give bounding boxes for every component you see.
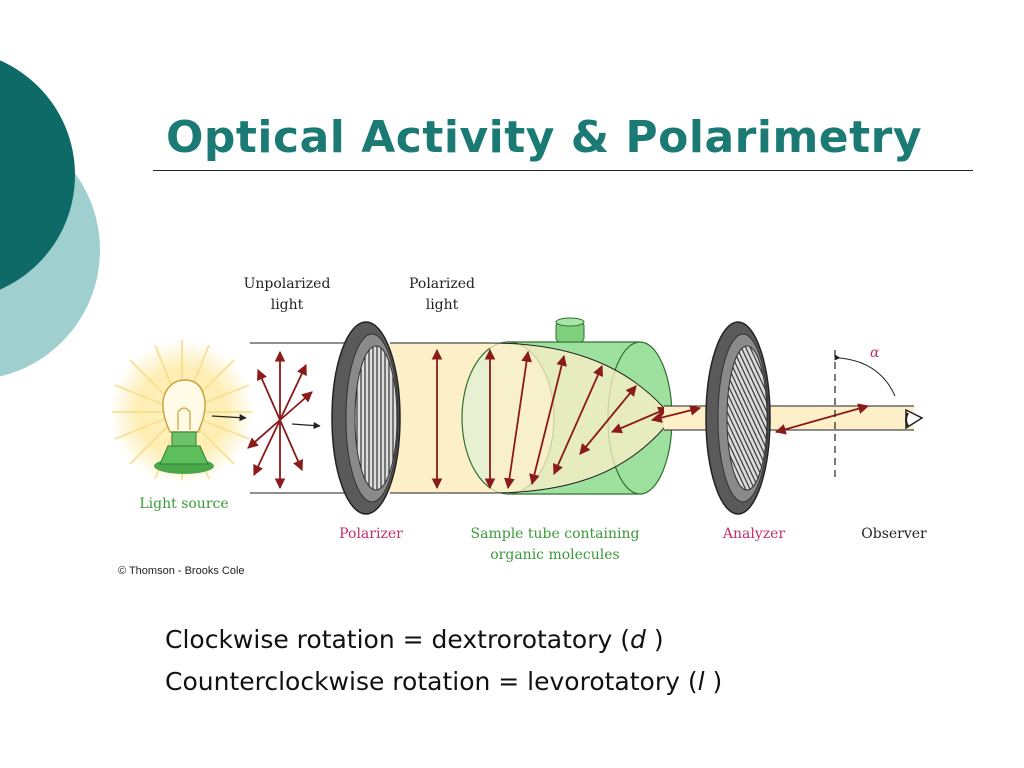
caption: Clockwise rotation = dextrorotatory (d )… — [165, 619, 722, 703]
caption-line1-close: ) — [645, 625, 664, 654]
unpolarized-label-line2: light — [271, 297, 304, 313]
slide-title: Optical Activity & Polarimetry — [166, 112, 923, 163]
decorative-circles — [0, 60, 100, 377]
analyzer-disc — [705, 321, 771, 515]
sample-tube-label-line1: Sample tube containing — [471, 526, 640, 542]
caption-line-clockwise: Clockwise rotation = dextrorotatory (d ) — [165, 619, 722, 661]
light-source-label: Light source — [139, 496, 228, 512]
polarized-label-line1: Polarized — [409, 276, 475, 292]
unpolarized-label-line1: Unpolarized — [244, 276, 331, 292]
polarizer-label: Polarizer — [339, 526, 403, 542]
polarized-label-line2: light — [426, 297, 459, 313]
polarizer-disc — [331, 321, 401, 515]
light-bulb-icon — [154, 379, 214, 474]
exit-beam — [664, 406, 914, 430]
title-underline — [153, 170, 973, 171]
dark-circle — [0, 60, 75, 290]
caption-line-counterclockwise: Counterclockwise rotation = levorotatory… — [165, 661, 722, 703]
sample-tube — [461, 317, 673, 495]
rotation-angle-arc — [834, 354, 896, 397]
eye-icon — [905, 408, 924, 430]
analyzer-label: Analyzer — [722, 526, 786, 542]
dextro-symbol: d — [630, 625, 646, 654]
polarimeter-diagram: α Unpolarized light Polarized light Ligh… — [110, 276, 927, 577]
unpolarized-arrows — [247, 350, 313, 490]
caption-line2-text: Counterclockwise rotation = levorotatory… — [165, 667, 698, 696]
sample-tube-label-line2: organic molecules — [490, 547, 620, 563]
copyright-credit: © Thomson - Brooks Cole — [118, 565, 245, 577]
angle-label: α — [870, 345, 880, 361]
rotating-arrows — [484, 348, 669, 490]
observer-label: Observer — [861, 526, 927, 542]
caption-line1-text: Clockwise rotation = dextrorotatory ( — [165, 625, 630, 654]
caption-line2-close: ) — [704, 667, 723, 696]
levo-symbol: l — [697, 667, 705, 696]
